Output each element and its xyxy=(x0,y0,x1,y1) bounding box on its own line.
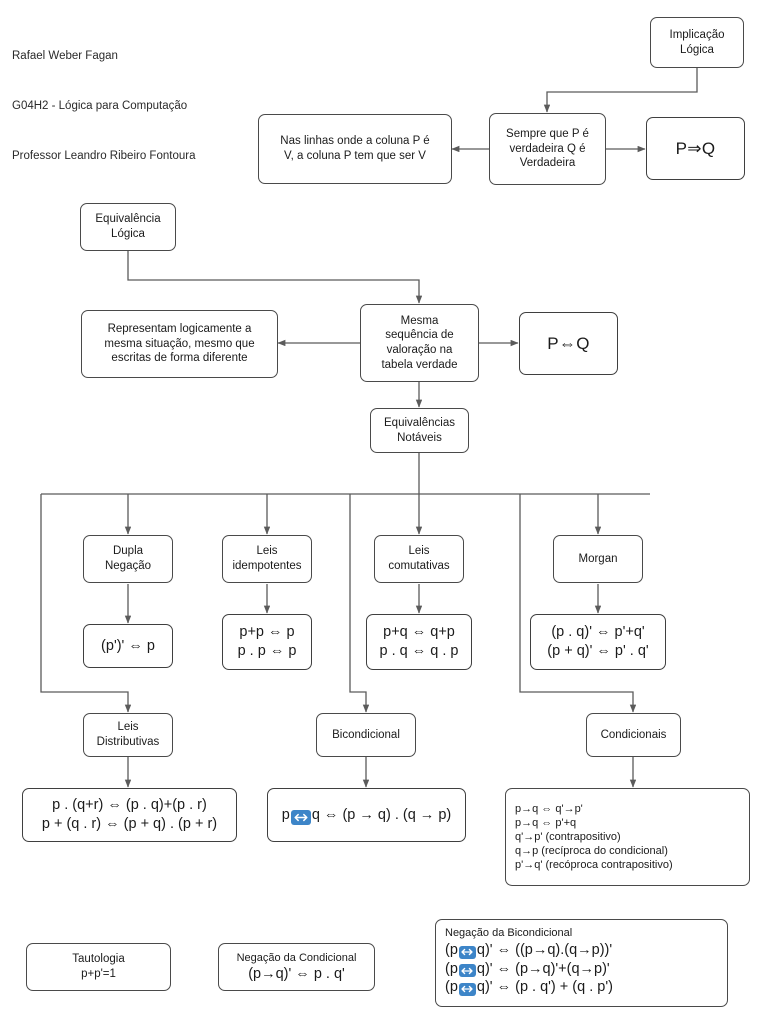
formula-leis-idempotentes[interactable]: p+p ⇔ p p . p ⇔ p xyxy=(222,614,312,670)
node-mesma-sequencia-line3: valoração na xyxy=(386,344,453,356)
formula-bicondicional-line: p q ⇔ (p → q) . (q → p) xyxy=(282,806,451,825)
formula-leis-distributivas-line1: p . (q+r) ⇔ (p . q)+(p . r) xyxy=(52,797,207,814)
author-credit-block: Rafael Weber Fagan G04H2 - Lógica para C… xyxy=(12,15,195,198)
biconditional-arrow-icon xyxy=(458,945,476,959)
node-sempre-que-p-line2: verdadeira Q é xyxy=(509,142,586,155)
credit-author: Rafael Weber Fagan xyxy=(12,50,118,63)
node-mesma-sequencia-line2: sequência de xyxy=(385,329,454,342)
node-mesma-sequencia-line1: Mesma xyxy=(400,314,439,327)
node-equivalencias-notaveis[interactable]: Equivalências Notáveis xyxy=(370,408,469,453)
node-morgan[interactable]: Morgan xyxy=(553,535,643,583)
credit-course: G04H2 - Lógica para Computação xyxy=(12,100,188,113)
node-leis-distributivas[interactable]: Leis Distributivas xyxy=(83,713,173,757)
formula-leis-distributivas[interactable]: p . (q+r) ⇔ (p . q)+(p . r) p + (q . r) … xyxy=(22,788,237,842)
node-p-implies-q-label: P⇒Q xyxy=(675,138,716,158)
biconditional-arrow-icon xyxy=(290,809,311,825)
node-equivalencia-logica[interactable]: Equivalência Lógica xyxy=(80,203,176,251)
formula-leis-idempotentes-line2: p . p ⇔ p xyxy=(237,643,297,659)
node-representam-line2: mesma situação, mesmo que xyxy=(104,337,255,350)
node-leis-distributivas-line2: Distributivas xyxy=(96,736,160,748)
node-representam-line1: Representam logicamente a xyxy=(107,322,252,335)
formula-bicondicional-suffix: q ⇔ (p → q) . (q → p) xyxy=(311,806,452,823)
node-leis-idempotentes-line2: idempotentes xyxy=(232,560,302,572)
neg-bicon-row2-prefix: (p xyxy=(445,960,458,977)
neg-bicon-row1-prefix: (p xyxy=(445,942,458,959)
node-p-iff-q[interactable]: P⇔Q xyxy=(519,312,618,375)
node-equivalencias-notaveis-line2: Notáveis xyxy=(397,431,442,444)
formula-morgan-line1: (p . q)' ⇔ p'+q' xyxy=(551,624,645,641)
formula-leis-comutativas-line2: p . q ⇔ q . p xyxy=(379,643,459,659)
formula-condicionais-line4: q→p (recíproca do condicional) xyxy=(515,845,668,858)
biconditional-arrow-icon xyxy=(458,964,476,978)
node-sempre-que-p-line1: Sempre que P é xyxy=(506,127,589,140)
formula-bicondicional-prefix: p xyxy=(281,806,290,823)
formula-leis-idempotentes-line1: p+p ⇔ p xyxy=(239,624,295,641)
neg-bicon-row2-suffix: q)' ⇔ (p→q)'+(q→p)' xyxy=(476,960,610,977)
node-representam-line3: escritas de forma diferente xyxy=(111,352,248,365)
node-condicionais[interactable]: Condicionais xyxy=(586,713,681,757)
node-tautologia[interactable]: Tautologia p+p'=1 xyxy=(26,943,171,991)
neg-bicon-row3-prefix: (p xyxy=(445,979,458,996)
node-leis-idempotentes-line1: Leis xyxy=(256,545,278,558)
node-negacao-bicondicional-row3: (p q)' ⇔ (p . q') + (q . p') xyxy=(445,978,613,997)
node-leis-comutativas-line2: comutativas xyxy=(388,560,450,572)
node-leis-idempotentes[interactable]: Leis idempotentes xyxy=(222,535,312,583)
node-negacao-condicional-formula: (p→q)' ⇔ p . q' xyxy=(248,965,345,982)
node-equivalencia-logica-line1: Equivalência xyxy=(95,213,161,226)
node-implicacao-logica-line2: Lógica xyxy=(680,43,714,56)
formula-condicionais-line1: p→q ⇔ q'→p' xyxy=(515,802,583,815)
credit-professor: Professor Leandro Ribeiro Fontoura xyxy=(12,150,196,163)
node-leis-comutativas-line1: Leis xyxy=(408,545,430,558)
biconditional-arrow-icon xyxy=(458,982,476,996)
node-negacao-condicional-title: Negação da Condicional xyxy=(236,951,357,964)
node-bicondicional[interactable]: Bicondicional xyxy=(316,713,416,757)
node-implicacao-logica[interactable]: Implicação Lógica xyxy=(650,17,744,68)
node-negacao-bicondicional-row1: (p q)' ⇔ ((p→q).(q→p))' xyxy=(445,941,612,960)
formula-morgan[interactable]: (p . q)' ⇔ p'+q' (p + q)' ⇔ p' . q' xyxy=(530,614,666,670)
node-implicacao-logica-line1: Implicação xyxy=(669,28,725,41)
formula-condicionais-line2: p→q ⇔ p'+q xyxy=(515,816,577,829)
node-mesma-sequencia-line4: tabela verdade xyxy=(381,358,458,371)
node-bicondicional-label: Bicondicional xyxy=(332,728,400,741)
node-condicionais-label: Condicionais xyxy=(600,728,667,741)
node-tautologia-title: Tautologia xyxy=(72,953,125,966)
node-sempre-que-p[interactable]: Sempre que P é verdadeira Q é Verdadeira xyxy=(489,113,606,185)
node-tautologia-formula: p+p'=1 xyxy=(81,968,116,980)
formula-condicionais-line5: p'→q' (recóproca contrapositivo) xyxy=(515,859,673,872)
formula-dupla-negacao-line1: (p')' ⇔ p xyxy=(101,637,155,654)
node-negacao-bicondicional-title: Negação da Bicondicional xyxy=(445,927,573,939)
node-dupla-negacao-line1: Dupla xyxy=(112,545,144,558)
node-dupla-negacao-line2: Negação xyxy=(104,560,152,572)
formula-morgan-line2: (p + q)' ⇔ p' . q' xyxy=(547,643,649,659)
formula-leis-comutativas-line1: p+q ⇔ q+p xyxy=(383,624,455,641)
node-negacao-condicional[interactable]: Negação da Condicional (p→q)' ⇔ p . q' xyxy=(218,943,375,991)
node-nas-linhas-line2: V, a coluna P tem que ser V xyxy=(284,150,426,162)
node-p-iff-q-label: P⇔Q xyxy=(547,333,590,353)
formula-condicionais-line3: q'→p' (contrapositivo) xyxy=(515,830,621,843)
formula-dupla-negacao[interactable]: (p')' ⇔ p xyxy=(83,624,173,668)
node-leis-distributivas-line1: Leis xyxy=(117,721,139,734)
node-representam-logicamente[interactable]: Representam logicamente a mesma situação… xyxy=(81,310,278,378)
node-equivalencias-notaveis-line1: Equivalências xyxy=(384,416,455,429)
node-nas-linhas-line1: Nas linhas onde a coluna P é xyxy=(280,135,430,148)
node-dupla-negacao[interactable]: Dupla Negação xyxy=(83,535,173,583)
node-p-implies-q[interactable]: P⇒Q xyxy=(646,117,745,180)
node-leis-comutativas[interactable]: Leis comutativas xyxy=(374,535,464,583)
neg-bicon-row1-suffix: q)' ⇔ ((p→q).(q→p))' xyxy=(476,942,613,959)
node-mesma-sequencia-valoracao[interactable]: Mesma sequência de valoração na tabela v… xyxy=(360,304,479,382)
node-negacao-bicondicional[interactable]: Negação da Bicondicional (p q)' ⇔ ((p→q).… xyxy=(435,919,728,1007)
node-negacao-bicondicional-row2: (p q)' ⇔ (p→q)'+(q→p)' xyxy=(445,960,610,979)
node-nas-linhas-coluna-p[interactable]: Nas linhas onde a coluna P é V, a coluna… xyxy=(258,114,452,184)
node-equivalencia-logica-line2: Lógica xyxy=(111,228,145,240)
formula-bicondicional[interactable]: p q ⇔ (p → q) . (q → p) xyxy=(267,788,466,842)
formula-leis-distributivas-line2: p + (q . r) ⇔ (p + q) . (p + r) xyxy=(41,816,218,832)
neg-bicon-row3-suffix: q)' ⇔ (p . q') + (q . p') xyxy=(476,979,613,996)
node-morgan-label: Morgan xyxy=(578,552,618,565)
formula-leis-comutativas[interactable]: p+q ⇔ q+p p . q ⇔ q . p xyxy=(366,614,472,670)
formula-condicionais[interactable]: p→q ⇔ q'→p' p→q ⇔ p'+q q'→p' (contraposi… xyxy=(505,788,750,886)
node-sempre-que-p-line3: Verdadeira xyxy=(519,157,576,170)
